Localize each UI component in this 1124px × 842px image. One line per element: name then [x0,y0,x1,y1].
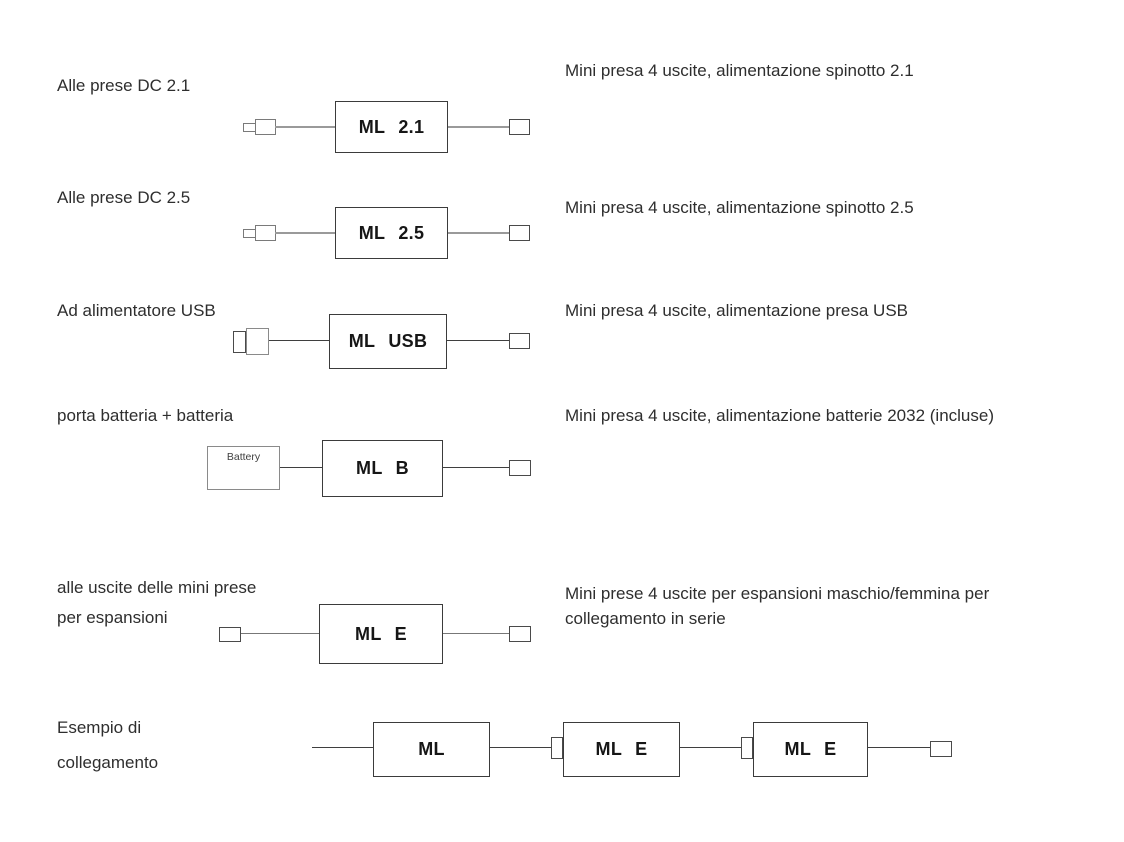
battery-box: Battery [207,446,280,490]
output-connector-icon [930,741,952,757]
usb-plug-tip-icon [233,331,246,353]
module-box-ml: ML [373,722,490,777]
row-example-label-line1: Esempio di [57,718,142,737]
wire [448,232,509,234]
wire [448,126,509,128]
wire [269,340,329,341]
description-line: Mini prese 4 uscite per espansioni masch… [565,584,990,603]
wire [868,747,930,748]
wire [312,747,373,748]
row-example-label-line2: collegamento [57,753,159,772]
dc-plug-body-icon [255,119,276,135]
row-battery-description: Mini presa 4 uscite, alimentazione batte… [565,406,995,425]
row-usb-description: Mini presa 4 uscite, alimentazione presa… [565,301,908,320]
output-connector-icon [509,119,530,135]
inline-connector-icon [741,737,753,759]
row-expansion-label-line2: per espansioni [57,608,168,627]
wire [490,747,551,748]
output-connector-icon [509,333,530,349]
inline-connector-icon [551,737,563,759]
output-connector-icon [509,460,531,476]
row-dc25-label: Alle prese DC 2.5 [57,188,191,207]
wire [280,467,322,468]
wire [447,340,509,341]
module-label: ML [418,739,445,759]
row-dc25-description: Mini presa 4 uscite, alimentazione spino… [565,198,914,217]
wire [443,633,509,634]
wire [680,747,741,748]
row-expansion-description: Mini prese 4 uscite per espansioni masch… [565,581,989,631]
description-line: collegamento in serie [565,609,726,628]
wire [275,232,335,234]
row-usb-label: Ad alimentatore USB [57,301,216,320]
row-dc21-label: Alle prese DC 2.1 [57,76,191,95]
wire [275,126,335,128]
wire [241,633,319,634]
dc-plug-body-icon [255,225,276,241]
battery-label: Battery [226,451,261,463]
usb-plug-body-icon [246,328,269,355]
output-connector-icon [509,225,530,241]
input-connector-icon [219,627,241,642]
wire [443,467,509,468]
row-battery-label: porta batteria + batteria [57,406,234,425]
row-expansion-label-line1: alle uscite delle mini prese [57,578,257,597]
output-connector-icon [509,626,531,642]
row-dc21-description: Mini presa 4 uscite, alimentazione spino… [565,61,914,80]
